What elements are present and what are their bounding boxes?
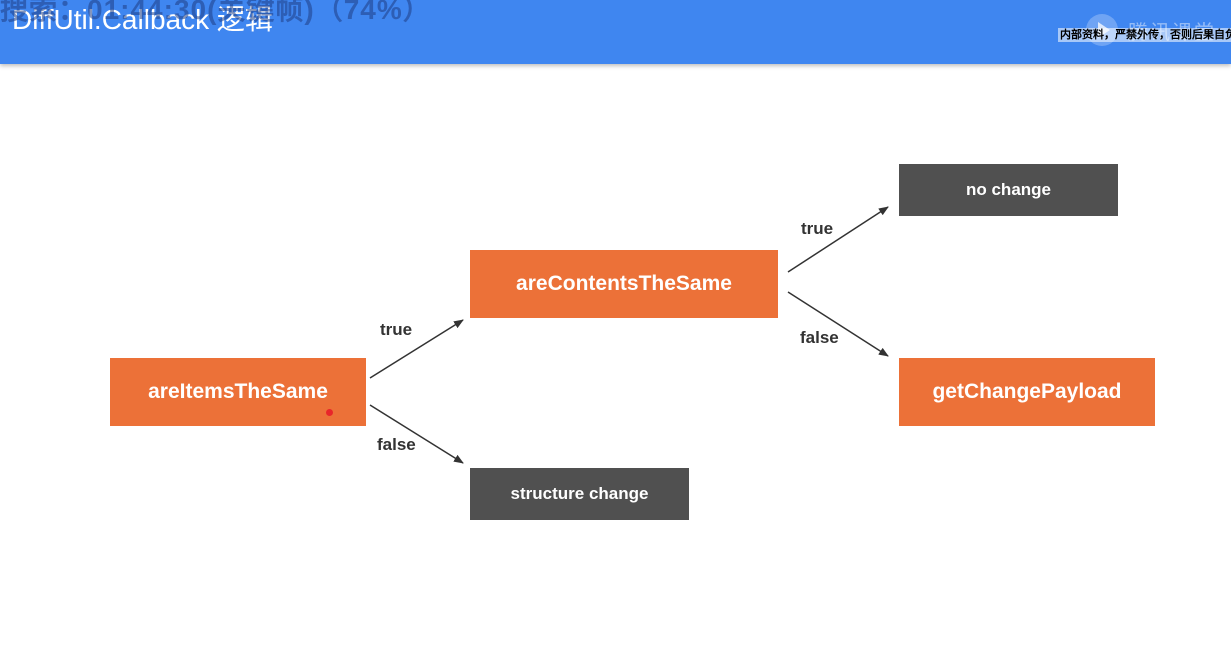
arrow-contents-false	[787, 291, 889, 357]
progress-overlay-text: 搜索：01:44:30(关键帧)（74%）	[0, 0, 432, 25]
header-bar: DiffUtil.Callback 逻辑 搜索：01:44:30(关键帧)（74…	[0, 0, 1231, 64]
edge-label-contents-true: true	[801, 219, 834, 238]
laser-pointer-dot	[326, 409, 333, 416]
arrow-items-false	[369, 404, 464, 464]
arrow-items-true	[369, 319, 464, 379]
node-structure-change: structure change	[470, 468, 689, 520]
edge-label-contents-false: false	[800, 328, 839, 347]
edge-label-items-true: true	[380, 320, 413, 339]
arrow-contents-true	[787, 206, 889, 273]
node-get-change-payload: getChangePayload	[899, 358, 1155, 426]
page-title: DiffUtil.Callback 逻辑	[12, 4, 273, 35]
node-no-change: no change	[899, 164, 1118, 216]
node-are-items-the-same: areItemsTheSame	[110, 358, 366, 426]
node-are-contents-the-same: areContentsTheSame	[470, 250, 778, 318]
edge-label-items-false: false	[377, 435, 416, 454]
watermark-text: 内部资料，严禁外传，否则后果自负	[1058, 28, 1231, 42]
